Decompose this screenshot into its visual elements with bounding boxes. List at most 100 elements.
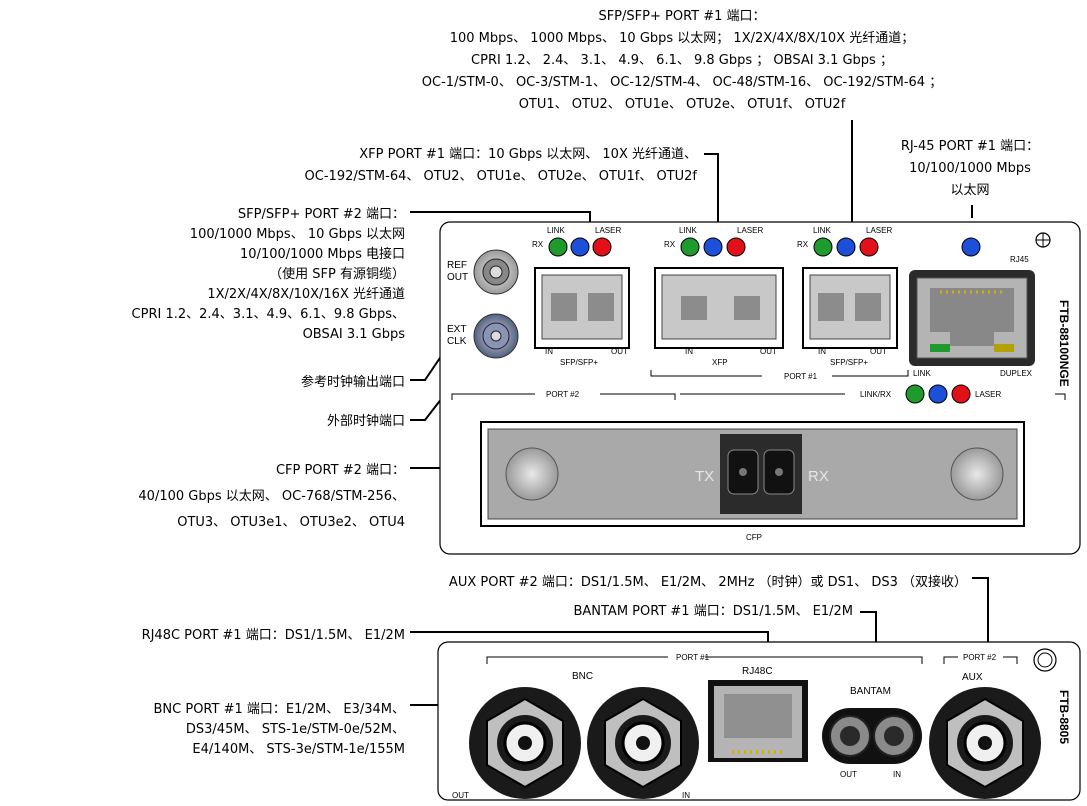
svg-text:OC-192/STM-64、 OTU2、 OTU1e、 OT: OC-192/STM-64、 OTU2、 OTU1e、 OTU2e、 OTU1f… bbox=[305, 169, 698, 184]
svg-text:LINK/RX: LINK/RX bbox=[860, 390, 892, 399]
svg-text:RJ48C: RJ48C bbox=[742, 666, 773, 677]
svg-text:E4/140M、 STS-3e/STM-1e/155M: E4/140M、 STS-3e/STM-1e/155M bbox=[192, 742, 405, 757]
svg-text:IN: IN bbox=[685, 347, 693, 356]
svg-text:OUT: OUT bbox=[611, 347, 628, 356]
svg-text:CPRI 1.2、2.4、3.1、4.9、6.1、9.8 G: CPRI 1.2、2.4、3.1、4.9、6.1、9.8 Gbps、 bbox=[132, 307, 405, 322]
svg-text:IN: IN bbox=[545, 347, 553, 356]
svg-text:BNC: BNC bbox=[572, 671, 593, 682]
svg-text:RX: RX bbox=[664, 240, 676, 249]
svg-text:CPRI 1.2、 2.4、 3.1、 4.9、 6.1、: CPRI 1.2、 2.4、 3.1、 4.9、 6.1、 9.8 Gbps ；… bbox=[471, 53, 893, 68]
model-label: FTB-88100NGE bbox=[1057, 300, 1071, 387]
svg-text:LASER: LASER bbox=[595, 226, 621, 235]
svg-text:AUX: AUX bbox=[962, 672, 983, 683]
svg-text:OUT: OUT bbox=[447, 272, 468, 283]
cfp-laser-led bbox=[951, 384, 971, 404]
sfp-port2[interactable]: LINK LASER RX IN OUT SFP/SFP+ bbox=[532, 226, 630, 367]
svg-text:PORT #1: PORT #1 bbox=[676, 653, 710, 662]
link-led bbox=[548, 237, 568, 257]
callout-rj45-port1: RJ-45 PORT #1 端口： 10/100/1000 Mbps 以太网 bbox=[901, 139, 1039, 198]
svg-text:CFP: CFP bbox=[746, 533, 762, 542]
port1-bracket bbox=[650, 370, 909, 377]
module-ftb-88100nge: FTB-88100NGE REF OUT EXT CLK LINK LASER … bbox=[439, 221, 1081, 555]
svg-text:SFP/SFP+: SFP/SFP+ bbox=[830, 358, 868, 367]
cfp-rx-led bbox=[928, 384, 948, 404]
svg-text:RX: RX bbox=[532, 240, 544, 249]
svg-text:SFP/SFP+ PORT #2 端口：: SFP/SFP+ PORT #2 端口： bbox=[238, 207, 405, 222]
bnc-out-connector[interactable]: OUT bbox=[452, 687, 581, 800]
aux-connector[interactable] bbox=[929, 687, 1041, 799]
svg-text:EXT: EXT bbox=[447, 324, 466, 335]
svg-text:RJ-45 PORT #1 端口：: RJ-45 PORT #1 端口： bbox=[901, 139, 1039, 154]
ref-out-connector[interactable] bbox=[473, 249, 519, 295]
svg-text:IN: IN bbox=[818, 347, 826, 356]
ground-icon-2 bbox=[1033, 648, 1057, 672]
svg-text:100 Mbps、 1000 Mbps、 10 Gbps 以: 100 Mbps、 1000 Mbps、 10 Gbps 以太网； 1X/2X/… bbox=[450, 31, 915, 46]
svg-text:CFP PORT #2 端口：: CFP PORT #2 端口： bbox=[276, 463, 405, 478]
cfp-link-led bbox=[905, 384, 925, 404]
svg-text:SFP/SFP+: SFP/SFP+ bbox=[560, 358, 598, 367]
svg-text:以太网: 以太网 bbox=[950, 183, 989, 198]
svg-text:CLK: CLK bbox=[447, 336, 467, 347]
svg-text:OUT: OUT bbox=[870, 347, 887, 356]
svg-text:RX: RX bbox=[808, 468, 829, 485]
port1-label: PORT #1 bbox=[784, 372, 818, 381]
svg-text:LASER: LASER bbox=[975, 390, 1001, 399]
svg-text:LASER: LASER bbox=[737, 226, 763, 235]
svg-text:10/100/1000 Mbps 电接口: 10/100/1000 Mbps 电接口 bbox=[240, 246, 405, 262]
svg-text:RJ45: RJ45 bbox=[1010, 255, 1029, 264]
svg-text:REF: REF bbox=[447, 260, 467, 271]
rx-led bbox=[570, 237, 590, 257]
svg-text:LINK: LINK bbox=[547, 226, 565, 235]
svg-text:XFP: XFP bbox=[712, 358, 728, 367]
sfp-port1[interactable]: LINK LASER RX IN OUT SFP/SFP+ bbox=[797, 226, 898, 367]
svg-text:40/100 Gbps 以太网、 OC-768/STM-25: 40/100 Gbps 以太网、 OC-768/STM-256、 bbox=[138, 489, 405, 504]
rj48c-port[interactable] bbox=[708, 680, 808, 762]
svg-text:DUPLEX: DUPLEX bbox=[1000, 369, 1033, 378]
port2-bracket bbox=[451, 393, 1066, 400]
callout-bnc-port1: BNC PORT #1 端口：E1/2M、 E3/34M、 DS3/45M、 S… bbox=[154, 702, 406, 757]
svg-text:BANTAM: BANTAM bbox=[850, 686, 891, 697]
svg-text:DS3/45M、 STS-1e/STM-0e/52M、: DS3/45M、 STS-1e/STM-0e/52M、 bbox=[186, 722, 405, 737]
callout-cfp-port2: CFP PORT #2 端口： 40/100 Gbps 以太网、 OC-768/… bbox=[138, 463, 405, 530]
callout-rj48c-port1: RJ48C PORT #1 端口：DS1/1.5M、 E1/2M bbox=[142, 628, 405, 643]
svg-text:OUT: OUT bbox=[840, 770, 857, 779]
svg-text:1X/2X/4X/8X/10X/16X 光纤通道: 1X/2X/4X/8X/10X/16X 光纤通道 bbox=[207, 287, 405, 302]
svg-text:LINK: LINK bbox=[913, 369, 931, 378]
callout-sfp-port1: SFP/SFP+ PORT #1 端口： 100 Mbps、 1000 Mbps… bbox=[422, 9, 942, 112]
svg-text:LINK: LINK bbox=[679, 226, 697, 235]
module-ftb-8805: FTB-8805 PORT #1 PORT #2 BNC RJ48C BANTA… bbox=[437, 641, 1081, 801]
svg-text:IN: IN bbox=[893, 770, 901, 779]
svg-text:OUT: OUT bbox=[452, 791, 469, 800]
laser-led bbox=[592, 237, 612, 257]
svg-text:OTU3、 OTU3e1、 OTU3e2、 OTU4: OTU3、 OTU3e1、 OTU3e2、 OTU4 bbox=[177, 515, 405, 530]
model-label-2: FTB-8805 bbox=[1057, 690, 1071, 744]
port2-label: PORT #2 bbox=[546, 390, 580, 399]
callout-ext-clock: 外部时钟端口 bbox=[327, 413, 405, 429]
svg-text:LINK: LINK bbox=[813, 226, 831, 235]
callout-aux-port2: AUX PORT #2 端口：DS1/1.5M、 E1/2M、 2MHz （时钟… bbox=[449, 574, 967, 590]
callout-ref-clock: 参考时钟输出端口 bbox=[301, 374, 405, 390]
bantam-port[interactable]: OUT IN bbox=[822, 708, 922, 779]
callout-sfp-port2: SFP/SFP+ PORT #2 端口： 100/1000 Mbps、 10 G… bbox=[132, 207, 406, 342]
svg-text:IN: IN bbox=[682, 791, 690, 800]
xfp-port1[interactable]: LINK LASER RX IN OUT XFP bbox=[654, 226, 784, 367]
ext-clk-connector[interactable] bbox=[473, 313, 519, 359]
bnc-in-connector[interactable]: IN bbox=[587, 687, 699, 800]
callout-bantam-port1: BANTAM PORT #1 端口：DS1/1.5M、 E1/2M bbox=[573, 604, 853, 619]
rj45-port1[interactable]: RJ45 LINK DUPLEX bbox=[909, 237, 1035, 378]
svg-text:SFP/SFP+ PORT #1 端口：: SFP/SFP+ PORT #1 端口： bbox=[598, 9, 765, 24]
svg-text:BNC PORT #1 端口：E1/2M、 E3/34M、: BNC PORT #1 端口：E1/2M、 E3/34M、 bbox=[154, 702, 406, 717]
svg-text:10/100/1000 Mbps: 10/100/1000 Mbps bbox=[909, 161, 1031, 176]
svg-text:100/1000 Mbps、 10 Gbps 以太网: 100/1000 Mbps、 10 Gbps 以太网 bbox=[190, 227, 405, 242]
svg-text:LASER: LASER bbox=[866, 226, 892, 235]
svg-text:OC-1/STM-0、 OC-3/STM-1、 OC-12/: OC-1/STM-0、 OC-3/STM-1、 OC-12/STM-4、 OC-… bbox=[422, 75, 942, 90]
svg-text:OBSAI 3.1 Gbps: OBSAI 3.1 Gbps bbox=[303, 327, 406, 342]
svg-text:PORT #2: PORT #2 bbox=[963, 653, 997, 662]
callout-xfp-port1: XFP PORT #1 端口：10 Gbps 以太网、 10X 光纤通道、 OC… bbox=[305, 147, 698, 184]
svg-text:OUT: OUT bbox=[760, 347, 777, 356]
svg-text:TX: TX bbox=[695, 468, 714, 485]
cfp-port2[interactable]: TX RX CFP bbox=[480, 421, 1025, 542]
svg-text:OTU1、 OTU2、 OTU1e、 OTU2e、 OTU1: OTU1、 OTU2、 OTU1e、 OTU2e、 OTU1f、 OTU2f bbox=[519, 97, 846, 112]
